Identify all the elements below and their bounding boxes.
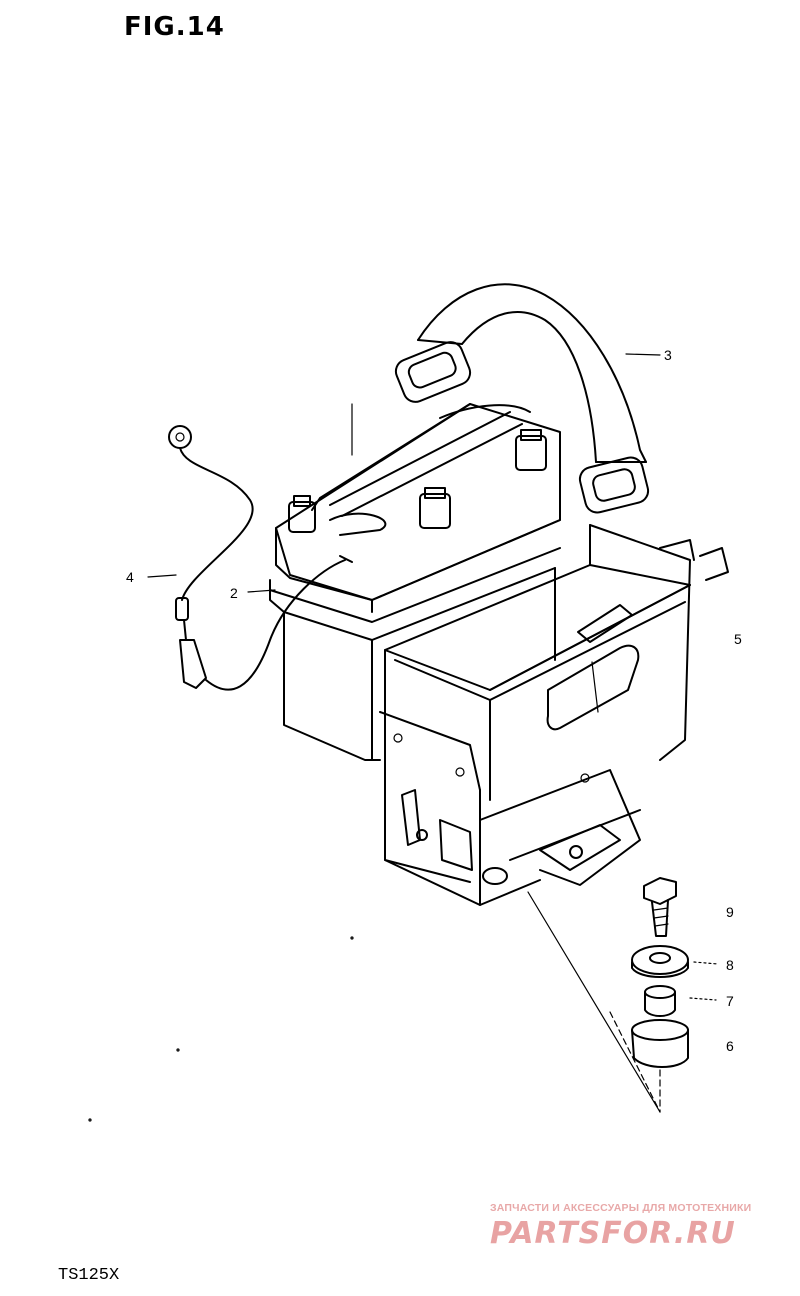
callout-4: 4: [126, 569, 134, 585]
watermark-logo: PARTSFOR.RU: [490, 1216, 736, 1251]
callout-7: 7: [726, 993, 734, 1009]
battery-case: [379, 524, 729, 906]
callout-3: 3: [664, 347, 672, 363]
scan-specks: [88, 936, 354, 1122]
figure-title: FIG.14: [124, 12, 225, 42]
battery: [269, 403, 561, 761]
callout-8: 8: [726, 957, 734, 973]
battery-strap: [394, 283, 650, 514]
model-code: TS125X: [58, 1266, 120, 1285]
callout-9: 9: [726, 904, 734, 920]
leader-lines: [147, 353, 719, 1001]
watermark-tagline: ЗАПЧАСТИ И АКСЕССУАРЫ ДЛЯ МОТОТЕХНИКИ: [490, 1202, 752, 1214]
callout-5: 5: [734, 631, 742, 647]
callout-2: 2: [230, 585, 238, 601]
mount-hardware: [527, 877, 689, 1113]
wires: [168, 425, 353, 691]
callout-6: 6: [726, 1038, 734, 1054]
